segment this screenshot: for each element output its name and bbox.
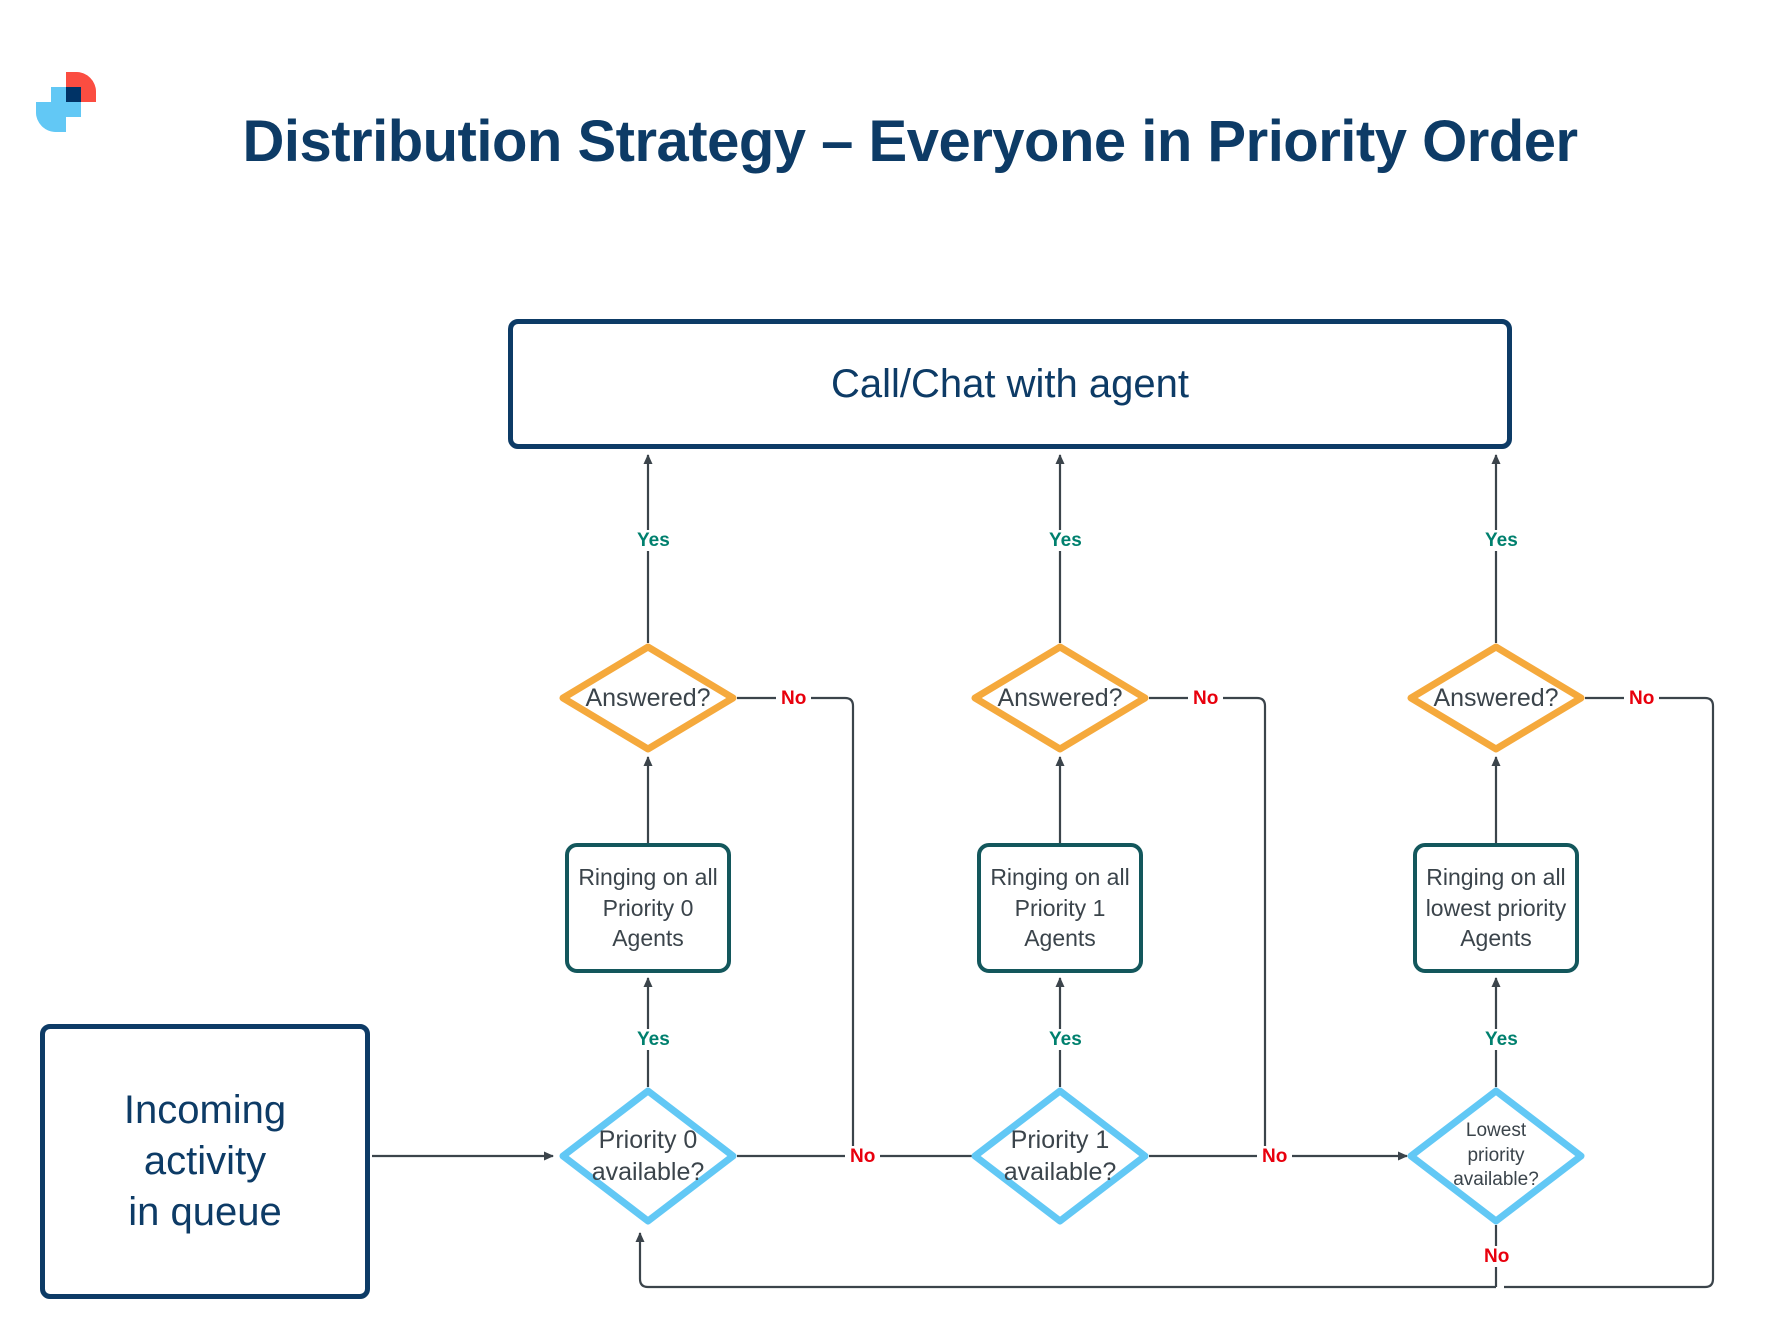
node-call-chat-label: Call/Chat with agent [831,361,1189,406]
diamond-shape-icon [971,643,1149,753]
page-title: Distribution Strategy – Everyone in Prio… [242,109,1578,174]
node-call-chat-with-agent[interactable]: Call/Chat with agent [508,319,1512,449]
diamond-shape-icon [559,1087,737,1225]
edge-label-no-priority-1-available: No [1257,1146,1293,1167]
diamond-shape-icon [971,1087,1149,1225]
edge-label-yes-lowest-priority-available: Yes [1480,1029,1523,1050]
node-answered-priority-0[interactable]: Answered? [559,643,737,753]
edge-label-yes-answered-priority-1: Yes [1044,530,1087,551]
edge-label-yes-answered-priority-0: Yes [632,530,675,551]
page-header: Distribution Strategy – Everyone in Prio… [0,0,1771,230]
edge-label-no-answered-lowest-priority: No [1624,688,1660,709]
edge-label-no-lowest-priority-available: No [1479,1246,1515,1267]
node-answered-priority-1-label: Answered? [997,683,1123,712]
node-answered-priority-1[interactable]: Answered? [971,643,1149,753]
diamond-shape-icon [559,643,737,753]
edge-label-no-answered-priority-1: No [1188,688,1224,709]
edge-label-no-priority-0-available: No [845,1146,881,1167]
edge-label-yes-priority-1-available: Yes [1044,1029,1087,1050]
edge-label-yes-priority-0-available: Yes [632,1029,675,1050]
node-answered-lowest-priority-label: Answered? [1433,683,1559,712]
node-answered-priority-0-label: Answered? [585,683,711,712]
edge-label-no-answered-priority-0: No [776,688,812,709]
node-answered-lowest-priority[interactable]: Answered? [1407,643,1585,753]
diamond-shape-icon [1407,1087,1585,1225]
diamond-shape-icon [1407,643,1585,753]
edge-label-yes-answered-lowest-priority: Yes [1480,530,1523,551]
brand-logo-icon [36,72,96,132]
